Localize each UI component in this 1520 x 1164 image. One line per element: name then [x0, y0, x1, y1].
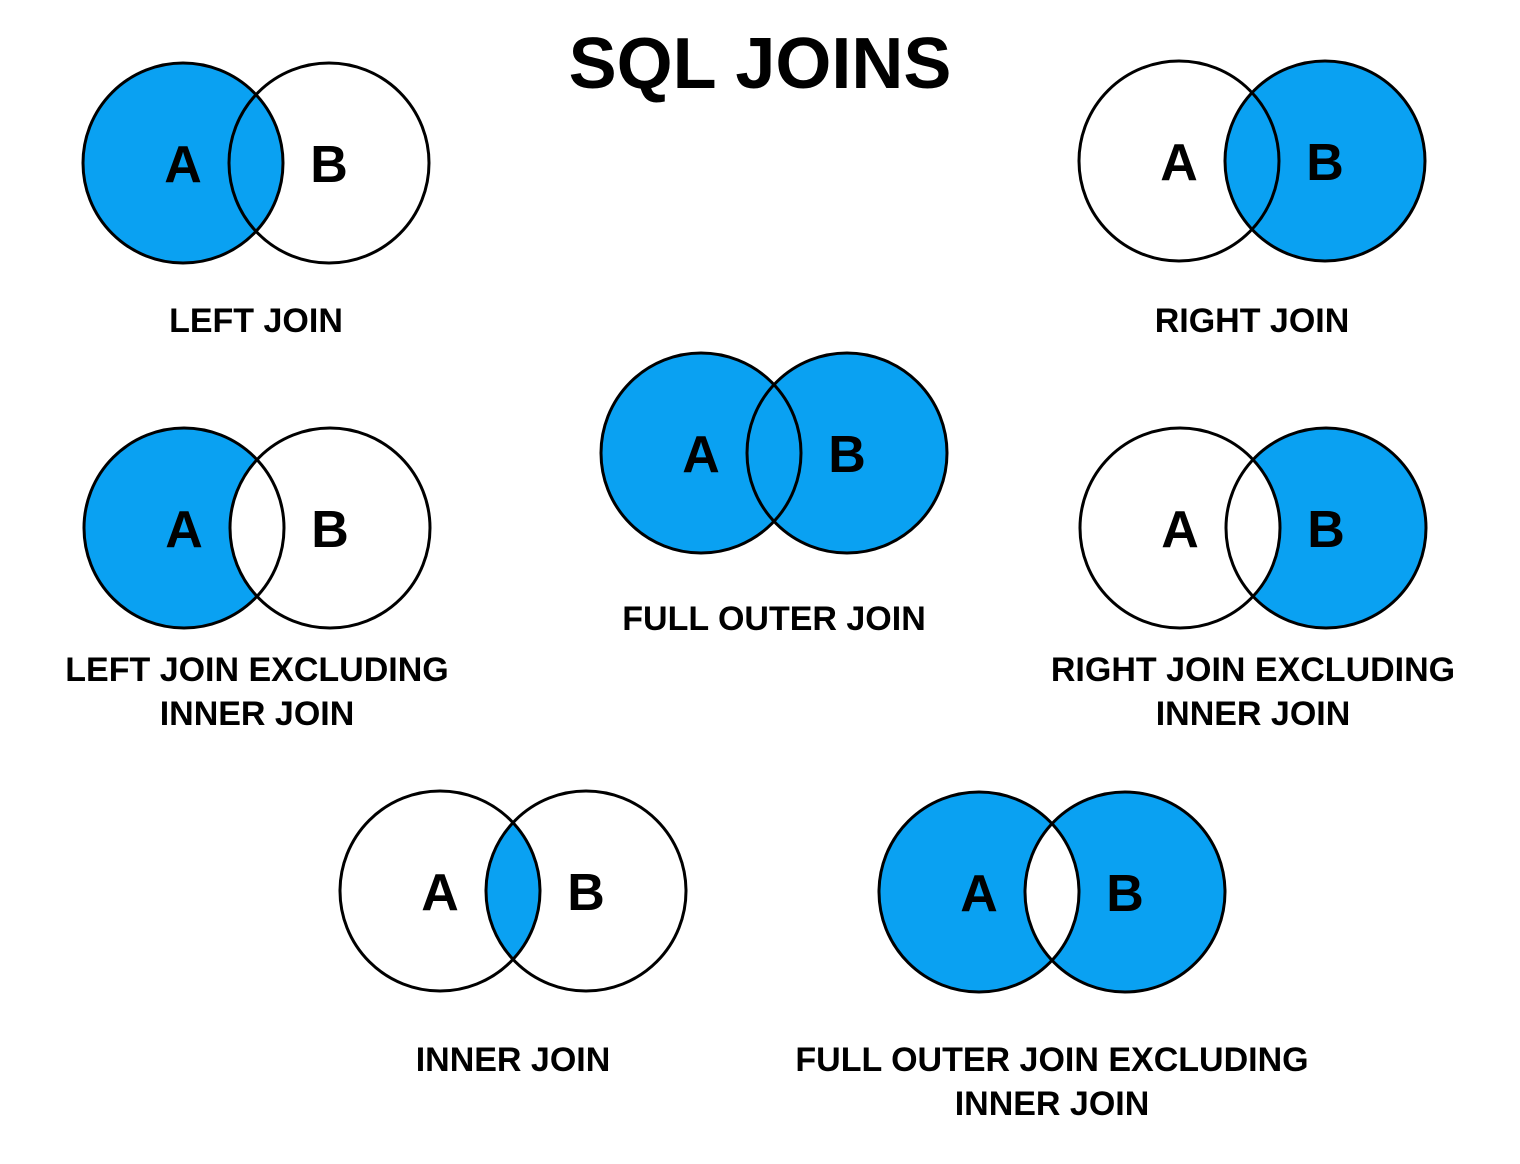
circle-b-outline [745, 351, 949, 555]
circle-a-letter: A [1160, 134, 1198, 192]
circle-a-outline [338, 789, 542, 993]
circle-a-letter: A [165, 501, 203, 559]
circle-b-letter: B [1106, 865, 1144, 923]
circle-a-letter: A [421, 864, 459, 922]
join-label-line: INNER JOIN [954, 1085, 1150, 1123]
circle-a-region [879, 792, 1079, 992]
circle-b-region [747, 353, 947, 553]
circle-a-letter: A [164, 136, 202, 194]
circle-a-outline [81, 61, 285, 265]
join-label-line: INNER JOIN [1155, 695, 1351, 733]
circle-b-outline [227, 61, 431, 265]
join-label-line: INNER JOIN [415, 1041, 611, 1079]
circle-a-region [1080, 428, 1280, 628]
circle-b-letter: B [567, 864, 605, 922]
join-label-line: RIGHT JOIN EXCLUDING [1050, 651, 1456, 689]
circle-b-region [1025, 792, 1225, 992]
join-label-right-join-excluding-inner-join: RIGHT JOIN EXCLUDING INNER JOIN [1003, 648, 1503, 736]
circle-b-region [486, 791, 686, 991]
join-label-line: LEFT JOIN [169, 302, 343, 340]
join-label-line: INNER JOIN [159, 695, 355, 733]
circle-b-outline [1023, 790, 1227, 994]
circle-b-region [1225, 61, 1425, 261]
circle-b-letter: B [1306, 134, 1344, 192]
circle-b-letter: B [311, 501, 349, 559]
circle-b-letter: B [310, 136, 348, 194]
join-label-line: LEFT JOIN EXCLUDING [65, 651, 449, 689]
circle-a-letter: A [682, 426, 720, 484]
join-label-left-join: LEFT JOIN [56, 299, 456, 343]
circle-a-outline [1077, 59, 1281, 263]
circle-b-outline [1223, 59, 1427, 263]
join-label-left-join-excluding-inner-join: LEFT JOIN EXCLUDING INNER JOIN [7, 648, 507, 736]
join-label-line: FULL OUTER JOIN EXCLUDING [795, 1041, 1309, 1079]
circle-a-letter: A [1161, 501, 1199, 559]
circle-a-region [340, 791, 540, 991]
circle-b-outline [1224, 426, 1428, 630]
circle-b-region [1226, 428, 1426, 628]
page-title: SQL JOINS [568, 24, 952, 104]
join-label-full-outer-join: FULL OUTER JOIN [574, 597, 974, 641]
join-label-full-outer-join-excluding-inner-join: FULL OUTER JOIN EXCLUDING INNER JOIN [777, 1038, 1327, 1126]
circle-b-letter: B [1307, 501, 1345, 559]
circle-a-region [601, 353, 801, 553]
circle-a-region [83, 63, 283, 263]
circle-a-letter: A [960, 865, 998, 923]
circle-a-outline [82, 426, 286, 630]
join-label-inner-join: INNER JOIN [313, 1038, 713, 1082]
circle-b-outline [484, 789, 688, 993]
join-label-right-join: RIGHT JOIN [1052, 299, 1452, 343]
join-label-line: FULL OUTER JOIN [622, 600, 926, 638]
circle-a-region [1079, 61, 1279, 261]
circle-b-region [230, 428, 430, 628]
circle-a-outline [1078, 426, 1282, 630]
circle-a-region [84, 428, 284, 628]
circle-b-outline [228, 426, 432, 630]
circle-b-letter: B [828, 426, 866, 484]
circle-a-outline [599, 351, 803, 555]
circle-a-outline [877, 790, 1081, 994]
circle-b-region [229, 63, 429, 263]
join-label-line: RIGHT JOIN [1154, 302, 1350, 340]
